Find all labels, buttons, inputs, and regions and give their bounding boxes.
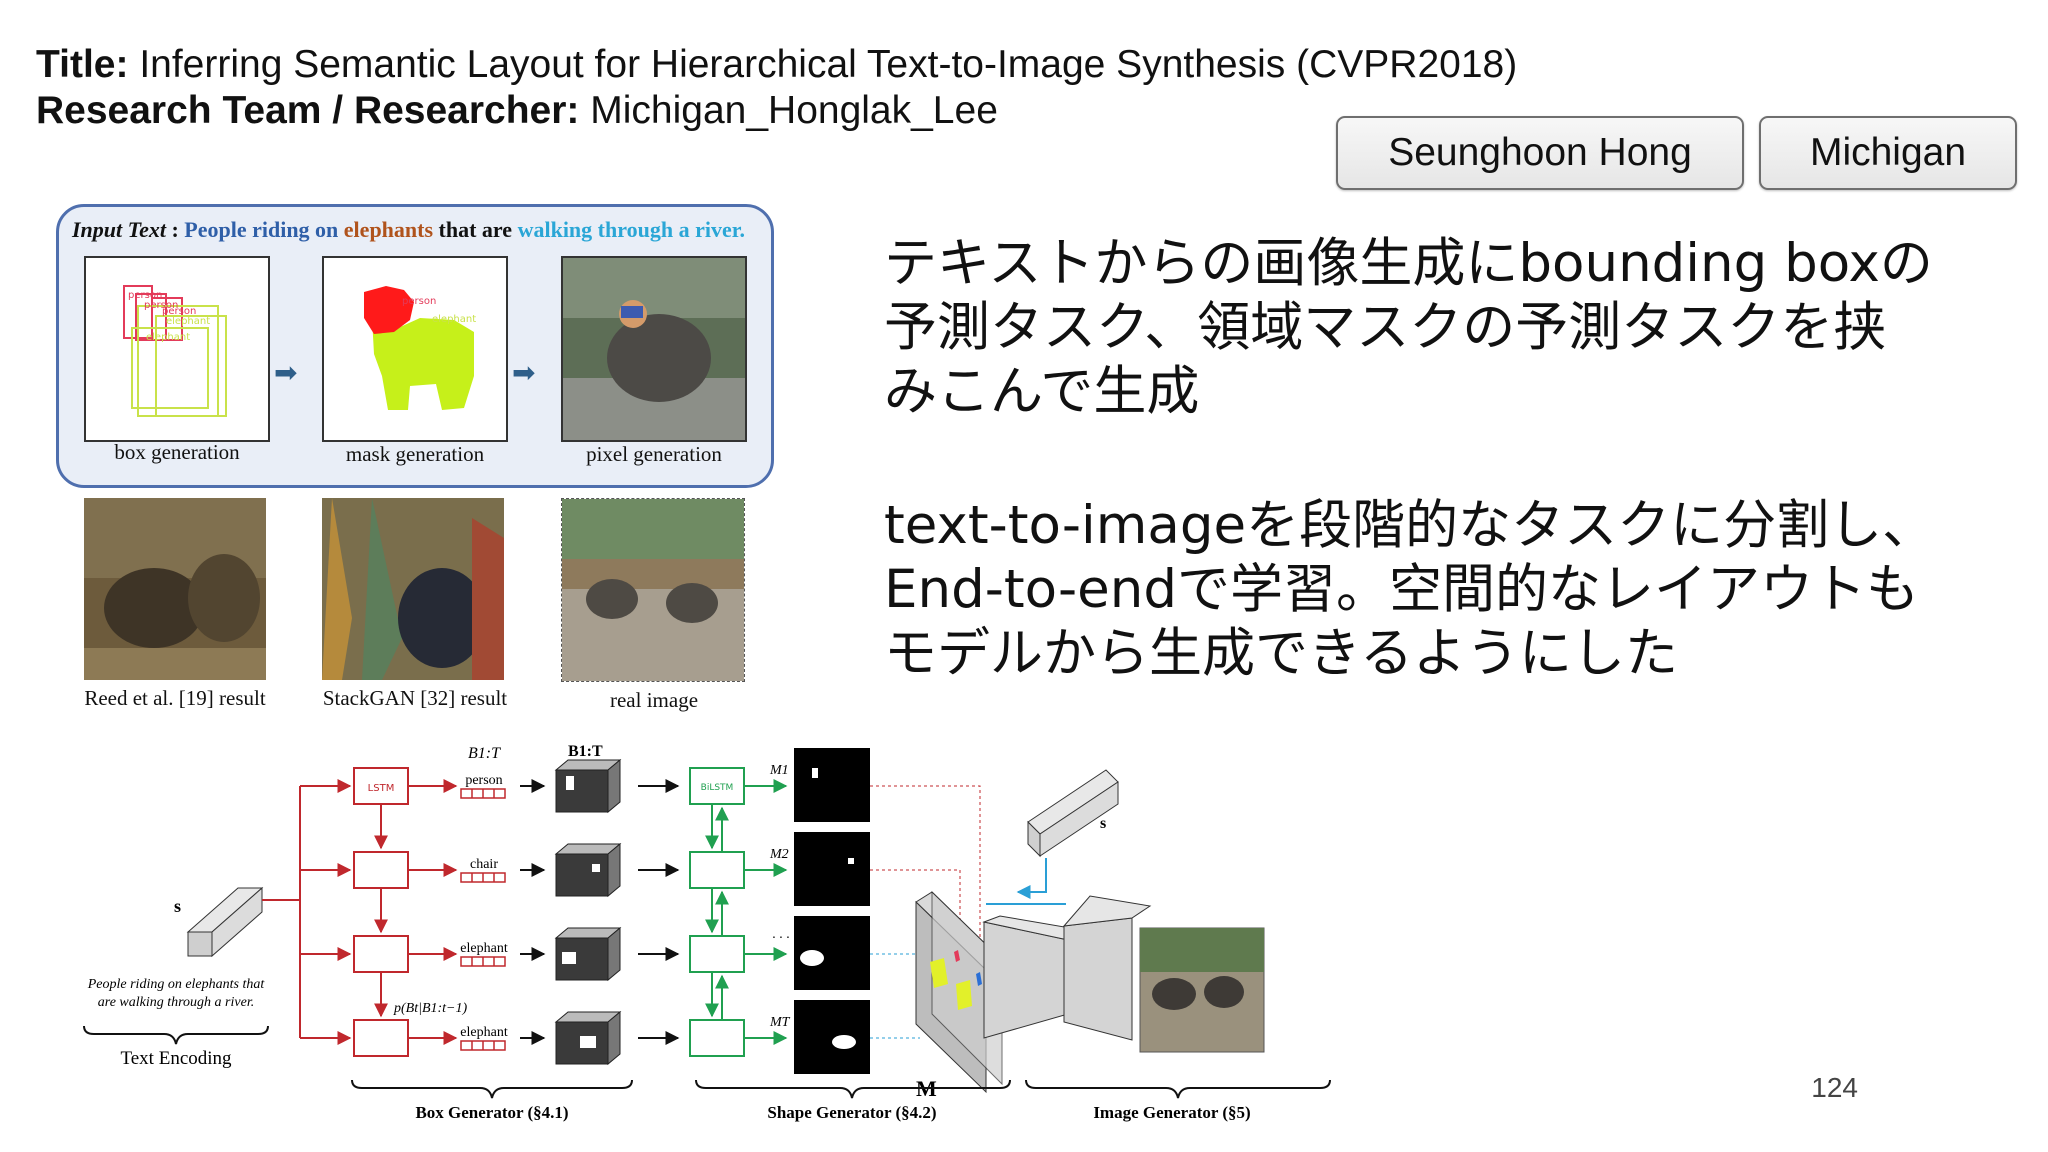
section-label: Shape Generator (§4.2) (767, 1103, 936, 1122)
desc-line: テキストからの画像生成にbounding boxの (884, 233, 1933, 294)
desc-line: モデルから生成できるようにした (884, 623, 1678, 684)
box-label: person (128, 290, 162, 301)
b-bold-label: B1:T (568, 743, 603, 760)
team-text: Michigan_Honglak_Lee (590, 89, 998, 132)
compare-caption: StackGAN [32] result (322, 686, 508, 710)
input-word: People riding on (184, 217, 339, 242)
s-vector-label: s (174, 896, 181, 916)
team-label: Research Team / Researcher: (36, 89, 580, 132)
description-para-2: text-to-imageを段階的なタスクに分割し、 End-to-endで学習… (884, 494, 1935, 686)
object-label: elephant (460, 1025, 508, 1040)
architecture-diagram: s People riding on elephants that are wa… (83, 743, 1331, 1122)
title-text: Inferring Semantic Layout for Hierarchic… (139, 43, 1518, 86)
box-label: person (162, 306, 196, 317)
object-label: person (465, 773, 502, 788)
section-label: Box Generator (§4.1) (415, 1103, 568, 1122)
mask-index-label: · · · (772, 931, 790, 946)
object-label: chair (470, 857, 498, 872)
text-input-line: People riding on elephants that (87, 977, 266, 992)
shape-masks (794, 748, 870, 1074)
mask-index-label: M2 (769, 847, 789, 862)
arrow-icon: ➡ (274, 357, 298, 388)
arrow-icon: ➡ (512, 357, 536, 388)
mask-generation-figure: person elephant (322, 256, 508, 442)
desc-line: text-to-imageを段階的なタスクに分割し、 (884, 495, 1936, 556)
b-label: B1:T (468, 745, 501, 762)
input-text-label: Input Text (72, 217, 166, 242)
masks: person elephant (364, 286, 476, 410)
mask-label: person (402, 296, 436, 307)
input-word: a river. (673, 217, 745, 242)
input-text-line: Input Text : People riding on elephants … (72, 217, 745, 243)
text-encoding-label: Text Encoding (120, 1048, 232, 1069)
tag-researcher[interactable]: Seunghoon Hong (1336, 116, 1744, 190)
title-label: Title: (36, 43, 129, 86)
page-number: 124 (1811, 1072, 1858, 1103)
stage-caption: pixel generation (586, 442, 722, 466)
tag-researcher-label: Seunghoon Hong (1388, 131, 1692, 174)
box-label: elephant (146, 332, 190, 343)
section-label: Image Generator (§5) (1093, 1103, 1250, 1122)
text-input-line: are walking through a river. (98, 995, 254, 1010)
desc-line: みこんで生成 (884, 361, 1200, 422)
research-team: Research Team / Researcher: Michigan_Hon… (36, 88, 998, 134)
input-word: elephants (338, 217, 434, 242)
generated-image (563, 258, 745, 440)
object-label: elephant (460, 941, 508, 956)
input-word: walking through (512, 217, 674, 242)
mask-index-label: MT (769, 1015, 791, 1030)
compare-caption: real image (609, 688, 699, 712)
text-encoder (186, 886, 264, 958)
generated-output-image (1139, 927, 1265, 1053)
mask-label: elephant (432, 314, 476, 325)
tag-affiliation-label: Michigan (1809, 131, 1967, 174)
reed-result-image (84, 498, 266, 680)
image-generator (982, 769, 1152, 1041)
slide-title: Title: Inferring Semantic Layout for Hie… (36, 42, 1517, 88)
box-cubes (554, 758, 622, 1066)
compare-caption-text: Reed et al. [19] result (84, 686, 266, 710)
input-sep: : (165, 217, 185, 242)
s-vector-label-2: s (1100, 815, 1106, 832)
stackgan-result-image (322, 498, 504, 680)
compare-caption: Reed et al. [19] result (70, 686, 280, 711)
box-label: elephant (166, 316, 210, 327)
pixel-generation-figure (561, 256, 747, 442)
description-para-1: テキストからの画像生成にbounding boxの 予測タスク、領域マスクの予測… (884, 232, 1933, 424)
box-generation-figure: person person person elephant elephant (84, 256, 270, 442)
box-label: person (144, 300, 178, 311)
stage-caption: mask generation (345, 442, 485, 466)
desc-line: 予測タスク、領域マスクの予測タスクを挟 (884, 297, 1887, 358)
real-image (561, 498, 745, 682)
reed-result-photo (84, 498, 266, 680)
prob-label: p(Bt|B1:t−1) (393, 1001, 468, 1016)
tag-affiliation[interactable]: Michigan (1759, 116, 2017, 190)
lstm-label: LSTM (368, 783, 395, 794)
bounding-boxes: person person person elephant elephant (123, 285, 227, 417)
input-word: that are (433, 217, 513, 242)
real-photo (562, 499, 744, 681)
stackgan-result-photo (322, 498, 504, 680)
stage-caption: box generation (114, 440, 240, 464)
bilstm-label: BiLSTM (701, 783, 734, 793)
desc-line: End-to-endで学習。空間的なレイアウトも (884, 559, 1920, 620)
mask-index-label: M1 (769, 763, 789, 778)
